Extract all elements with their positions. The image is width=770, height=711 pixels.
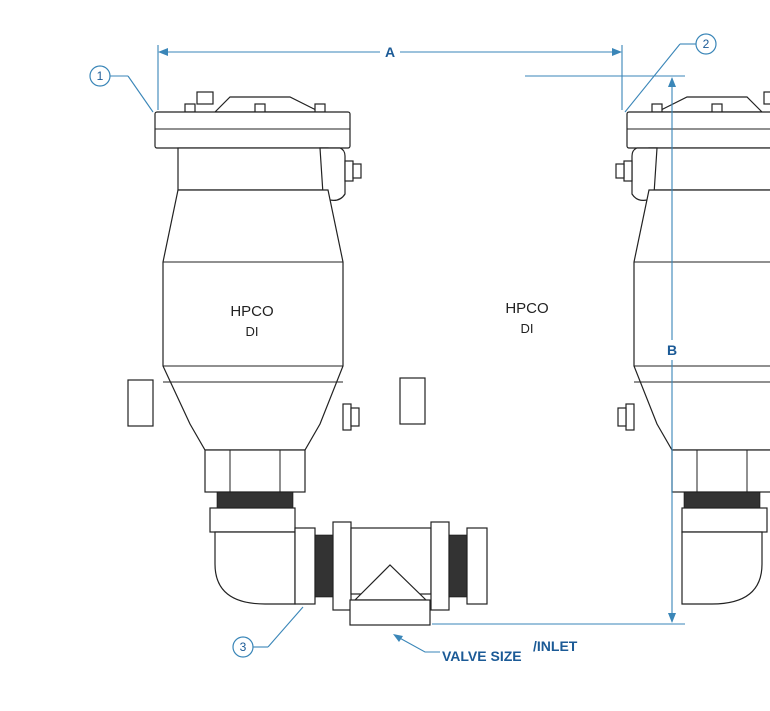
- dimension-a: A: [157, 44, 623, 110]
- dimension-b-label: B: [667, 342, 677, 358]
- callout-1: 1: [89, 65, 154, 113]
- left-valve: HPCO DI: [127, 91, 362, 605]
- callout-3: 3: [232, 606, 304, 658]
- svg-text:2: 2: [703, 37, 710, 51]
- dimension-a-label: A: [385, 44, 395, 60]
- right-valve-material: DI: [521, 321, 534, 336]
- right-valve: HPCO DI: [399, 91, 770, 605]
- valve-size-annotation: VALVE SIZE /INLET: [393, 634, 578, 664]
- callout-2: 2: [624, 33, 717, 113]
- dimension-b: B: [432, 75, 685, 625]
- svg-text:3: 3: [240, 640, 247, 654]
- left-valve-brand: HPCO: [230, 303, 273, 320]
- valve-size-label: VALVE SIZE: [442, 648, 522, 664]
- left-inlet-bolt: [127, 379, 154, 427]
- tee-fitting: [294, 521, 488, 626]
- right-inlet-bolt: [399, 377, 426, 425]
- svg-text:1: 1: [97, 69, 104, 83]
- inlet-label: /INLET: [533, 638, 578, 654]
- right-valve-brand: HPCO: [505, 300, 548, 317]
- left-valve-material: DI: [246, 324, 259, 339]
